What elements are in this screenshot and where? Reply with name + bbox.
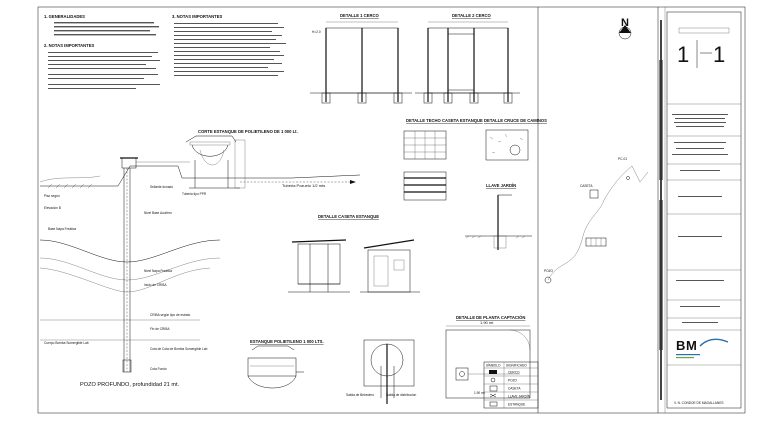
legend-row-5: ESTANQUE <box>508 403 525 407</box>
svg-text:Fin de CRIBA: Fin de CRIBA <box>150 327 170 331</box>
roof-tank-title: DETALLE TECHO CASETA ESTANQUE <box>406 118 483 123</box>
svg-text:Inicio de CRIBA: Inicio de CRIBA <box>144 283 167 287</box>
svg-text:CASETA: CASETA <box>580 184 593 188</box>
hut-title: DETALLE CASETA ESTANQUE <box>318 214 379 219</box>
legend-table: SÍMBOLO SIGNIFICADO CERCO POZO CASETA LL… <box>483 361 539 409</box>
svg-text:Sellante donado: Sellante donado <box>150 185 173 189</box>
sheet-number: 1 <box>677 42 689 67</box>
detail-valve: Salida de Bebedero Salida de distribució… <box>346 339 417 404</box>
svg-text:PC-01: PC-01 <box>618 157 627 161</box>
sheet-border <box>37 6 746 414</box>
company-logo: B M <box>676 338 729 359</box>
exit-drinking-label: Salida de Bebedero <box>346 393 374 397</box>
svg-text:M: M <box>686 338 697 353</box>
notes-block: 1. GENERALIDADES 2. NOTAS IMPORTANTES 3.… <box>44 14 286 89</box>
svg-text:Nivel Napa Freática: Nivel Napa Freática <box>144 269 172 273</box>
detail-garden-tap: LLAVE JARDÍN <box>465 183 532 250</box>
north-label: N <box>621 17 629 29</box>
legend-header-symbol: SÍMBOLO <box>486 364 501 368</box>
detail-plant: DETALLE DE PLANTA CAPTACIÓN 1.90 mt 1.90… <box>445 315 531 399</box>
detail-fence-2: DETALLE 2 CERCO <box>415 13 520 104</box>
svg-text:POZO: POZO <box>544 269 554 273</box>
svg-text:Cota Fondo: Cota Fondo <box>150 367 167 371</box>
well-caption: POZO PROFUNDO, profundidad 21 mt. <box>80 382 180 388</box>
svg-text:Elevación B: Elevación B <box>44 206 61 210</box>
svg-text:B: B <box>676 338 685 353</box>
detail-roof-tank: DETALLE TECHO CASETA ESTANQUE <box>403 118 483 201</box>
poly-tank-title: ESTANQUE POLIETILENO 1 000 LTS. <box>250 339 324 344</box>
legend-header-meaning: SIGNIFICADO <box>506 364 527 368</box>
main-section-title: CORTE ESTANQUE DE POLIETILENO DE 1 000 L… <box>198 129 298 134</box>
plant-dim-2-label: 1.90 mt <box>474 391 485 395</box>
notes-heading-3: 3. NOTAS IMPORTANTES <box>172 14 223 19</box>
site-plan-panel: N CASETA PC-01 POZO <box>544 17 649 284</box>
detail-road-crossing: DETALLE CRUCE DE CAMINOS <box>484 118 547 161</box>
svg-text:Nivel Base Acuífero: Nivel Base Acuífero <box>144 211 172 215</box>
plant-title: DETALLE DE PLANTA CAPTACIÓN <box>456 315 525 320</box>
svg-text:Tuberia tipo PPR: Tuberia tipo PPR <box>182 192 207 196</box>
detail-poly-tank: ESTANQUE POLIETILENO 1 000 LTS. <box>247 339 324 389</box>
svg-text:Cuerpo Bomba Sumergible Lab: Cuerpo Bomba Sumergible Lab <box>44 341 89 345</box>
detail-fence-1: DETALLE 1 CERCO H=2.0 <box>310 13 412 104</box>
legend-row-4: LLAVE JARDÍN <box>508 395 531 399</box>
detail-1-title: DETALLE 1 CERCO <box>340 13 380 18</box>
sheet-total: 1 <box>713 42 725 67</box>
vertical-strips <box>659 20 663 400</box>
legend-row-3: CASETA <box>508 387 521 391</box>
road-crossing-title: DETALLE CRUCE DE CAMINOS <box>484 118 547 123</box>
pipe-label: Tuberia Pozuelo 1/2 mts <box>282 183 325 188</box>
garden-tap-title: LLAVE JARDÍN <box>486 183 516 188</box>
svg-text:H=2.0: H=2.0 <box>312 30 321 34</box>
exit-distribution-label: Salida de distribución <box>386 393 417 397</box>
notes-heading-2: 2. NOTAS IMPORTANTES <box>44 43 95 48</box>
plant-dim-label: 1.90 mt <box>480 320 494 325</box>
svg-text:Cota de Cota de Bomba Sumergib: Cota de Cota de Bomba Sumergible Lab <box>150 347 208 351</box>
svg-text:Base Napa Freática: Base Napa Freática <box>48 227 76 231</box>
main-section: CORTE ESTANQUE DE POLIETILENO DE 1 000 L… <box>39 129 361 388</box>
svg-text:Piso según: Piso según <box>44 194 60 198</box>
notes-heading-1: 1. GENERALIDADES <box>44 14 85 19</box>
detail-2-title: DETALLE 2 CERCO <box>452 13 492 18</box>
title-block-footer: V. N. CONDOE DE MAGALLANES <box>674 401 723 405</box>
legend-row-1: CERCO <box>508 371 520 375</box>
legend-row-2: POZO <box>508 379 518 383</box>
svg-text:CRIBA según tipo de estrato: CRIBA según tipo de estrato <box>150 313 190 317</box>
title-block: 1 1 B M V. N. CONDOE DE MAGALLANES <box>666 11 742 409</box>
detail-hut: DETALLE CASETA ESTANQUE <box>288 214 420 293</box>
